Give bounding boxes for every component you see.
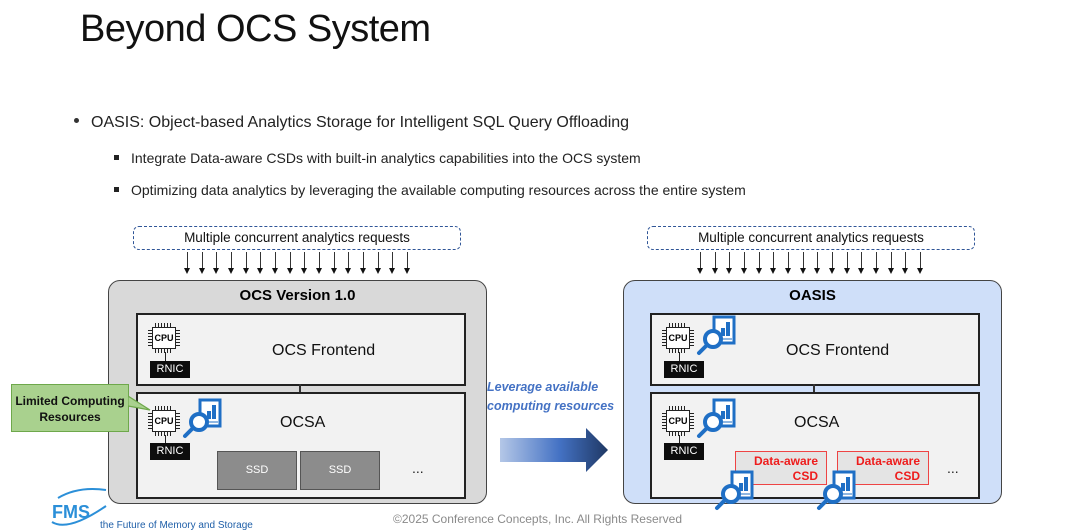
csd-line-2: CSD (792, 469, 818, 483)
request-arrow (330, 252, 337, 274)
cpu-icon: CPU (662, 323, 694, 353)
frontend-ocsa-link-left (299, 384, 301, 393)
request-arrow (228, 252, 234, 274)
cpu-icon: CPU (662, 406, 694, 436)
request-arrow (301, 252, 308, 274)
request-arrow (873, 252, 879, 274)
request-arrows-left (184, 252, 410, 276)
ocs-frontend-box-left: CPU RNIC OCS Frontend (136, 313, 466, 386)
frontend-ocsa-link-right (813, 384, 815, 393)
request-arrow (711, 252, 718, 274)
rnic-label: RNIC (664, 361, 704, 378)
request-arrow (785, 252, 791, 274)
analytics-search-icon (697, 315, 736, 355)
request-arrow (345, 252, 352, 274)
request-arrow (316, 252, 322, 274)
transition-arrow-icon (500, 428, 608, 472)
leverage-line-2: computing resources (487, 399, 615, 413)
requests-box-left: Multiple concurrent analytics requests (133, 226, 461, 250)
frontend-label: OCS Frontend (786, 342, 890, 359)
bullet-dot (74, 118, 79, 124)
request-arrow (829, 252, 835, 274)
slide-title: Beyond OCS System (80, 8, 431, 50)
request-arrow (741, 252, 747, 274)
request-arrow (843, 252, 850, 274)
requests-box-right: Multiple concurrent analytics requests (647, 226, 975, 250)
request-arrows-right (697, 252, 923, 276)
request-arrow (770, 252, 777, 274)
request-arrow (917, 252, 923, 274)
request-arrow (799, 252, 806, 274)
request-arrow (374, 252, 381, 274)
copyright-footer: ©2025 Conference Concepts, Inc. All Righ… (393, 512, 682, 526)
request-arrow (213, 252, 220, 274)
system-title: OASIS (789, 287, 836, 304)
ocsa-label: OCSA (280, 414, 326, 431)
more-drives-ellipsis: ... (947, 460, 959, 476)
cpu-icon: CPU (148, 323, 180, 353)
request-arrow (242, 252, 249, 274)
request-arrow (360, 252, 366, 274)
request-arrow (272, 252, 278, 274)
svg-text:FMS: FMS (52, 502, 90, 522)
leverage-caption: Leverage available computing resources (487, 378, 614, 416)
rnic-label: RNIC (150, 443, 190, 460)
cpu-link (679, 435, 680, 445)
main-bullet-text: OASIS: Object-based Analytics Storage fo… (91, 114, 630, 131)
analytics-search-icon (697, 398, 736, 438)
fms-tagline: the Future of Memory and Storage (100, 520, 253, 531)
limited-resources-callout: Limited Computing Resources (11, 384, 129, 432)
ocsa-box-left: CPU RNIC OCSA SSD SSD ... (136, 392, 466, 499)
main-bullet: OASIS: Object-based Analytics Storage fo… (74, 114, 629, 132)
cpu-link (165, 352, 166, 362)
leverage-line-1: Leverage available (487, 380, 599, 394)
analytics-search-icon (183, 398, 222, 438)
bullet-square (114, 154, 119, 160)
request-arrow (814, 252, 821, 274)
ssd-drive: SSD (217, 451, 297, 490)
sub-bullet-text: Integrate Data-aware CSDs with built-in … (131, 150, 641, 166)
sub-bullet: Integrate Data-aware CSDs with built-in … (114, 150, 641, 166)
rnic-label: RNIC (150, 361, 190, 378)
system-title: OCS Version 1.0 (239, 287, 356, 304)
more-drives-ellipsis: ... (412, 460, 424, 476)
cpu-icon: CPU (148, 406, 180, 436)
csd-analytics-search-icon (715, 470, 754, 510)
request-arrow (858, 252, 865, 274)
fms-logo-icon: FMS (51, 488, 107, 526)
request-arrow (257, 252, 264, 274)
request-arrow (404, 252, 410, 274)
csd-line-1: Data-aware (753, 454, 818, 468)
sub-bullet: Optimizing data analytics by leveraging … (114, 182, 746, 198)
request-arrow (697, 252, 703, 274)
csd-line-1: Data-aware (855, 454, 920, 468)
cpu-link (165, 435, 166, 445)
request-arrow (286, 252, 293, 274)
bullet-square (114, 186, 119, 192)
rnic-label: RNIC (664, 443, 704, 460)
request-arrow (726, 252, 733, 274)
request-arrow (198, 252, 205, 274)
request-arrow (902, 252, 909, 274)
csd-line-2: CSD (894, 469, 920, 483)
ssd-drive: SSD (300, 451, 380, 490)
request-arrow (184, 252, 190, 274)
request-arrow (389, 252, 396, 274)
csd-analytics-search-icon (817, 470, 856, 510)
cpu-link (679, 352, 680, 362)
ocs-frontend-box-right: CPU RNIC OCS Frontend (650, 313, 980, 386)
callout-pointer (128, 395, 151, 411)
ocsa-box-right: CPU RNIC OCSA Data-aware CSD Data-aware … (650, 392, 980, 499)
sub-bullet-text: Optimizing data analytics by leveraging … (131, 182, 746, 198)
request-arrow (755, 252, 762, 274)
frontend-label: OCS Frontend (272, 342, 376, 359)
request-arrow (887, 252, 894, 274)
ocsa-label: OCSA (794, 414, 840, 431)
